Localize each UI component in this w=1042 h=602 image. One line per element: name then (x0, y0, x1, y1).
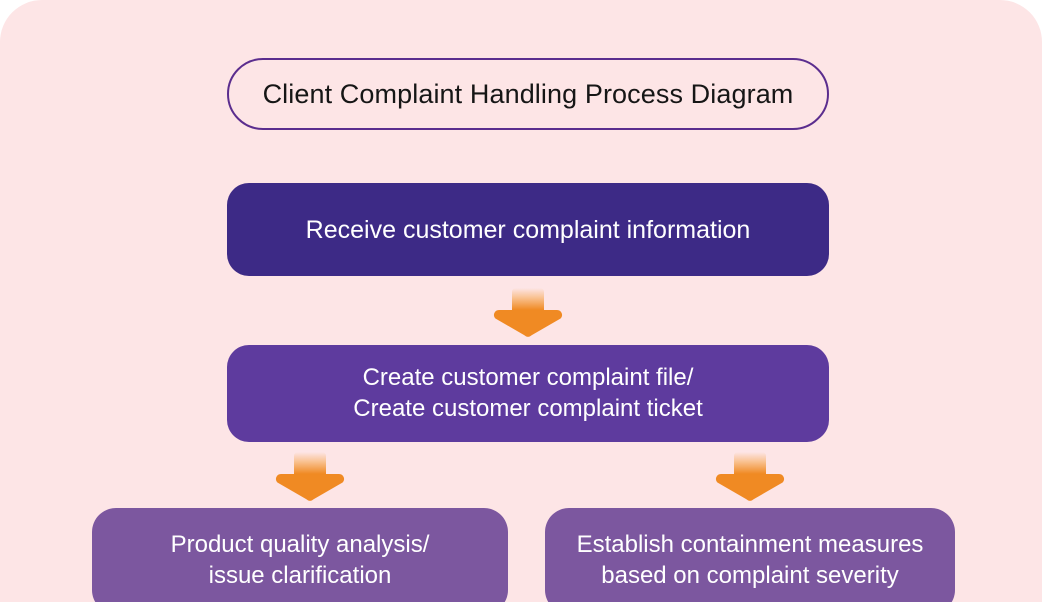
process-node-containment-measures[interactable]: Establish containment measures based on … (545, 508, 955, 602)
down-arrow-icon (712, 450, 788, 503)
process-node-create-file[interactable]: Create customer complaint file/ Create c… (227, 345, 829, 442)
process-node-receive[interactable]: Receive customer complaint information (227, 183, 829, 276)
process-node-create-file-label: Create customer complaint file/ Create c… (353, 363, 703, 422)
process-node-quality-analysis[interactable]: Product quality analysis/ issue clarific… (92, 508, 508, 602)
process-node-receive-label: Receive customer complaint information (305, 215, 751, 244)
process-node-containment-measures-label: Establish containment measures based on … (576, 531, 924, 589)
down-arrow-icon (272, 450, 348, 503)
diagram-title-pill: Client Complaint Handling Process Diagra… (227, 58, 829, 130)
down-arrow-icon (490, 286, 566, 339)
process-node-quality-analysis-label: Product quality analysis/ issue clarific… (170, 531, 430, 589)
page-title: Client Complaint Handling Process Diagra… (262, 78, 794, 109)
